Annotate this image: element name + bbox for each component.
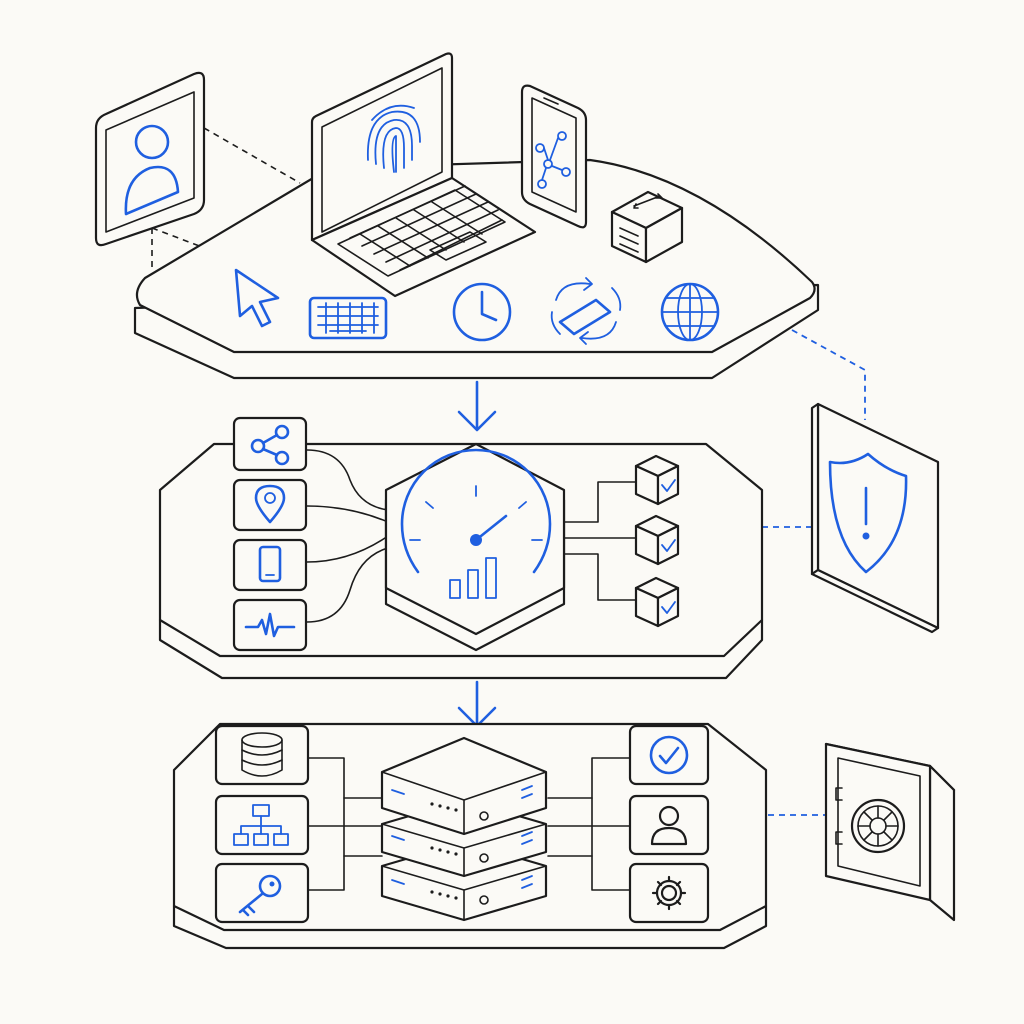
keyboard-icon <box>308 296 388 340</box>
flow-arrow-2 <box>457 680 497 728</box>
gear-icon <box>628 862 710 924</box>
location-pin-icon <box>232 478 308 532</box>
shield-outline <box>828 452 908 574</box>
flow-arrow-1 <box>457 380 497 432</box>
analysis-output-wires <box>563 481 637 601</box>
verified-cube-icon <box>634 576 680 628</box>
profile-to-laptop-connector <box>203 127 301 184</box>
hierarchy-icon <box>214 794 310 856</box>
dashed-connectors <box>151 127 866 816</box>
check-circle-icon <box>628 724 710 786</box>
shield-alert-icon <box>810 402 940 634</box>
key-icon <box>214 862 310 924</box>
user-profile-icon <box>94 71 206 247</box>
laptop-fingerprint-icon <box>310 52 537 298</box>
analysis-input-wires <box>306 449 389 623</box>
gauge-dashboard-icon <box>384 442 566 652</box>
clock-icon <box>452 282 512 342</box>
gauge-arc <box>400 448 552 574</box>
server-stack-icon <box>380 736 548 922</box>
user-head <box>134 124 170 160</box>
database-icon <box>214 724 310 786</box>
platform-to-shield-connector <box>791 329 866 420</box>
globe-icon <box>660 282 720 342</box>
vault-dial <box>850 798 906 854</box>
cursor-icon <box>234 268 280 328</box>
activity-pulse-icon <box>232 598 308 652</box>
user-body <box>124 165 180 216</box>
share-network-icon <box>232 416 308 472</box>
rotate-device-icon <box>550 277 622 345</box>
server-unit-top <box>380 736 548 836</box>
laptop-trackpad <box>429 231 487 261</box>
package-box-icon <box>610 190 684 264</box>
vault-front <box>824 742 932 902</box>
storage-wires <box>307 757 633 891</box>
phone-network-icon <box>520 84 588 229</box>
mobile-device-icon <box>232 538 308 592</box>
laptop-base <box>310 176 537 298</box>
verified-cube-icon <box>634 454 680 506</box>
fingerprint-icon <box>367 104 421 173</box>
verified-cube-icon <box>634 514 680 566</box>
phone-body <box>520 84 588 229</box>
network-nodes-icon <box>535 131 571 189</box>
user-icon <box>628 794 710 856</box>
vault-safe-icon <box>824 742 956 922</box>
